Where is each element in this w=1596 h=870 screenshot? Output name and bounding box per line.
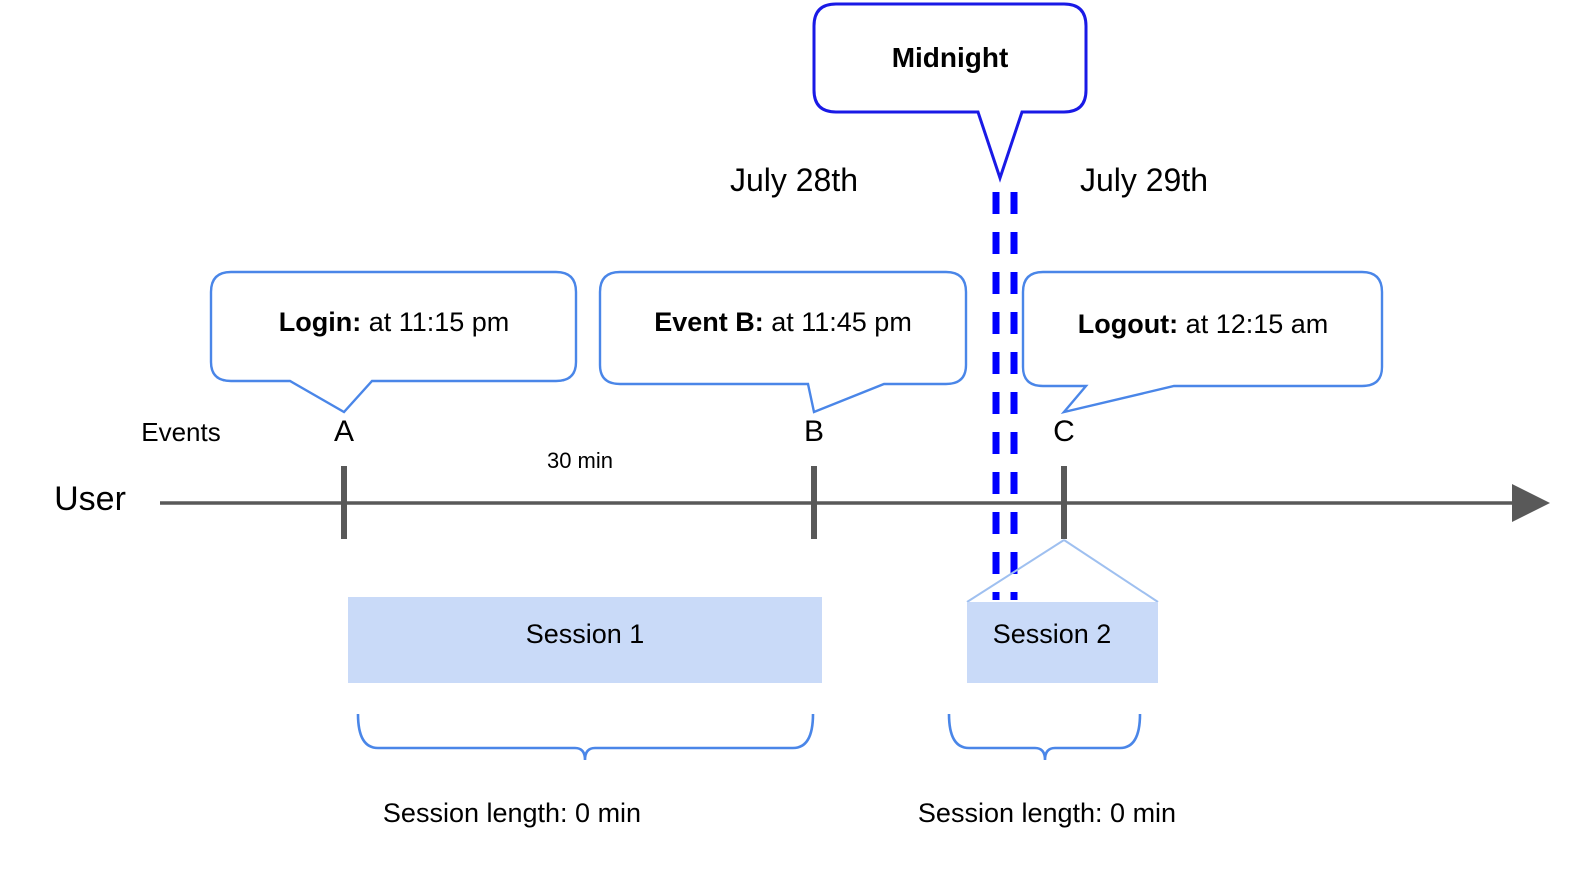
session-1-label: Session 1 [525,619,645,649]
event-marker-label-c: C [1053,415,1075,448]
row-label-user: User [54,480,126,518]
login-callout-label: Login: at 11:15 pm [279,309,510,336]
login-callout-shape [209,270,578,414]
event-b-callout-rest: at 11:45 pm [763,307,912,337]
timeline-axis [160,484,1550,522]
session-2-length-label: Session length: 0 min [917,798,1177,828]
midnight-callout-shape [812,2,1088,183]
event-b-callout-bold: Event B: [654,307,764,337]
event-b-callout-label: Event B: at 11:45 pm [654,309,912,336]
logout-callout-bold: Logout: [1077,309,1179,339]
session-2-label: Session 2 [992,619,1112,649]
logout-callout-label: Logout: at 12:15 am [1078,311,1329,338]
date-label-july-29: July 29th [1079,162,1209,198]
session-1-brace [356,713,815,761]
session-1-length-label: Session length: 0 min [382,798,642,828]
midnight-dashed-lines [992,192,1018,600]
event-b-callout-shape [598,270,968,414]
gap-duration-label: 30 min [546,448,614,473]
session-2-box [967,602,1158,683]
date-label-july-28: July 28th [729,162,859,198]
session-1-box [348,597,822,683]
event-marker-label-b: B [803,415,825,448]
session2-connector [966,539,1159,603]
session-2-brace [947,713,1142,761]
logout-callout-rest: at 12:15 am [1178,309,1329,339]
event-marker-label-a: A [333,415,355,448]
login-callout-rest: at 11:15 pm [361,307,510,337]
row-label-events: Events [141,417,221,447]
logout-callout-shape [1021,270,1384,415]
midnight-callout-label: Midnight [891,42,1009,73]
login-callout-bold: Login: [278,307,362,337]
